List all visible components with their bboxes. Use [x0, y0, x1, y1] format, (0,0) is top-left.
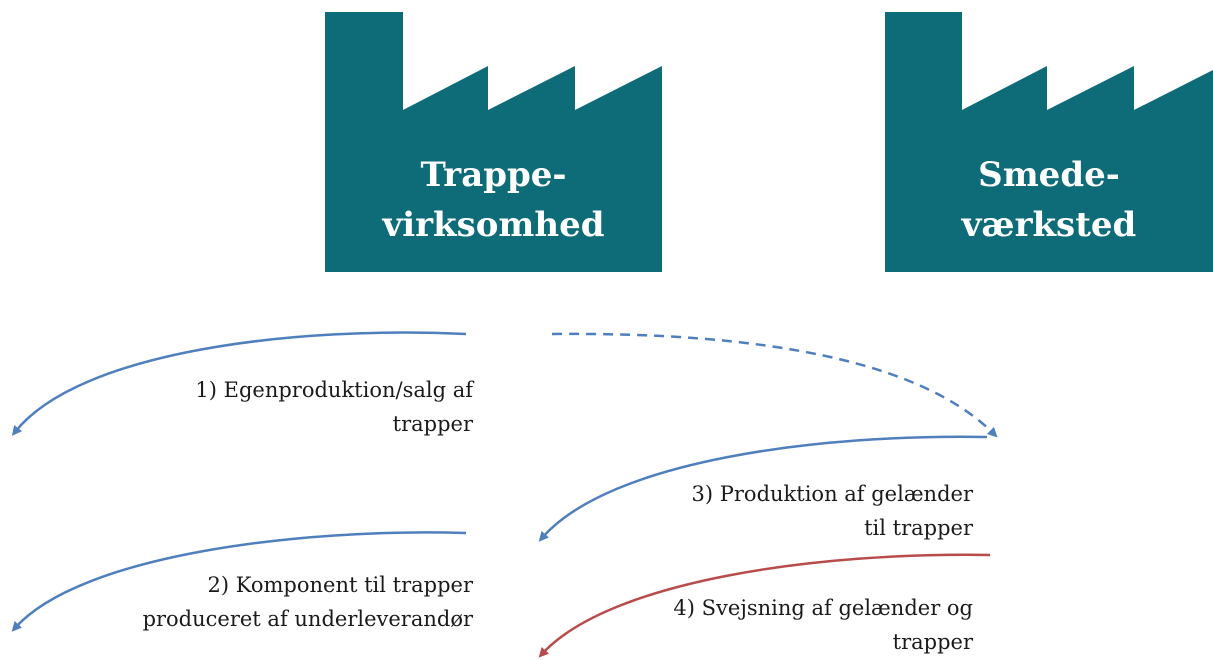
flow-label-4: 4) Svejsning af gelænder og trapper [673, 591, 973, 659]
flow-arrow-1 [11, 331, 467, 436]
flow-label-line2: trapper [892, 630, 973, 654]
factory-label-line2: værksted [961, 205, 1137, 245]
flow-label-line2: produceret af underleverandør [142, 607, 473, 631]
flow-label-line1: 3) Produktion af gelænder [691, 482, 973, 506]
flow-arrow-3 [538, 435, 988, 542]
flow-label-line1: 4) Svejsning af gelænder og [673, 596, 973, 620]
flow-arrow-4 [538, 553, 991, 658]
factory-smedevaerksted-icon [885, 12, 1213, 272]
factory-label-line2: virksomhed [382, 205, 605, 245]
flow-label-line2: til trapper [864, 516, 973, 540]
factory-trappevirksomhed-icon [325, 12, 662, 272]
flow-arrow-2 [11, 531, 467, 632]
factory-label-smedevaerksted: Smede- værksted [885, 150, 1213, 250]
flow-label-line2: trapper [392, 412, 473, 436]
factory-label-trappevirksomhed: Trappe- virksomhed [325, 150, 662, 250]
flow-label-1: 1) Egenproduktion/salg af trapper [195, 373, 473, 441]
flow-label-2: 2) Komponent til trapper produceret af u… [143, 568, 473, 636]
flow-label-line1: 2) Komponent til trapper [207, 573, 473, 597]
factory-label-line1: Smede- [978, 155, 1120, 195]
flow-label-3: 3) Produktion af gelænder til trapper [692, 477, 973, 545]
flow-arrow-dashed [551, 332, 998, 438]
flow-label-line1: 1) Egenproduktion/salg af [195, 378, 473, 402]
factory-label-line1: Trappe- [420, 155, 567, 195]
